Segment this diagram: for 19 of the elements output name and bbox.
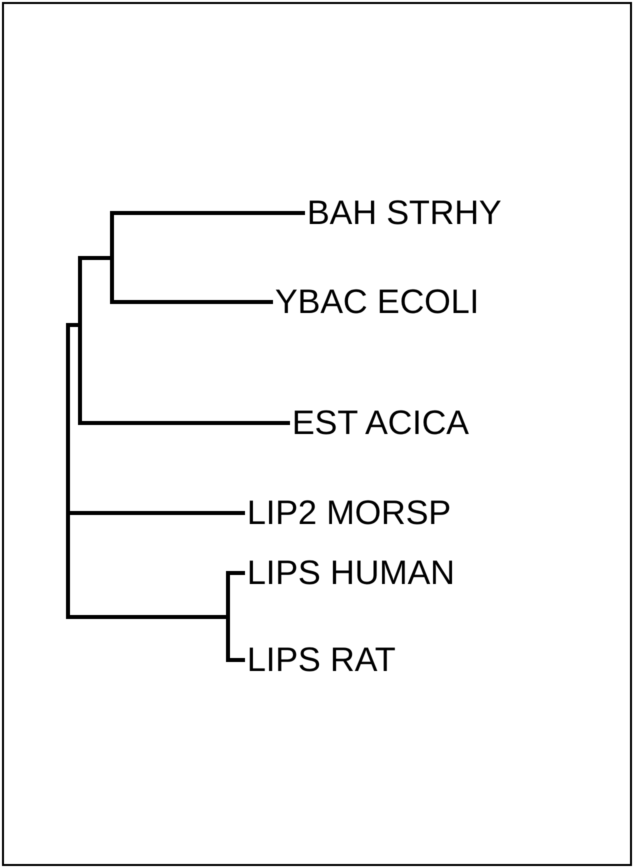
branch-line (114, 300, 273, 304)
branch-line (70, 323, 78, 327)
branch-node-bar (226, 571, 230, 662)
taxon-label: LIP2 MORSP (247, 493, 452, 533)
branch-line (114, 211, 305, 215)
branch-node-bar (110, 211, 114, 304)
taxon-label: LIPS HUMAN (247, 553, 455, 593)
branch-line (70, 511, 245, 515)
branch-line (230, 571, 245, 575)
taxon-label: LIPS RAT (247, 640, 396, 680)
taxon-label: YBAC ECOLI (275, 282, 480, 322)
branch-node-bar (66, 323, 70, 619)
branch-line (82, 256, 110, 260)
branch-line (82, 421, 290, 425)
branch-node-bar (78, 256, 82, 425)
branch-line (230, 658, 245, 662)
branch-line (70, 615, 226, 619)
taxon-label: BAH STRHY (307, 193, 502, 233)
taxon-label: EST ACICA (292, 403, 469, 443)
